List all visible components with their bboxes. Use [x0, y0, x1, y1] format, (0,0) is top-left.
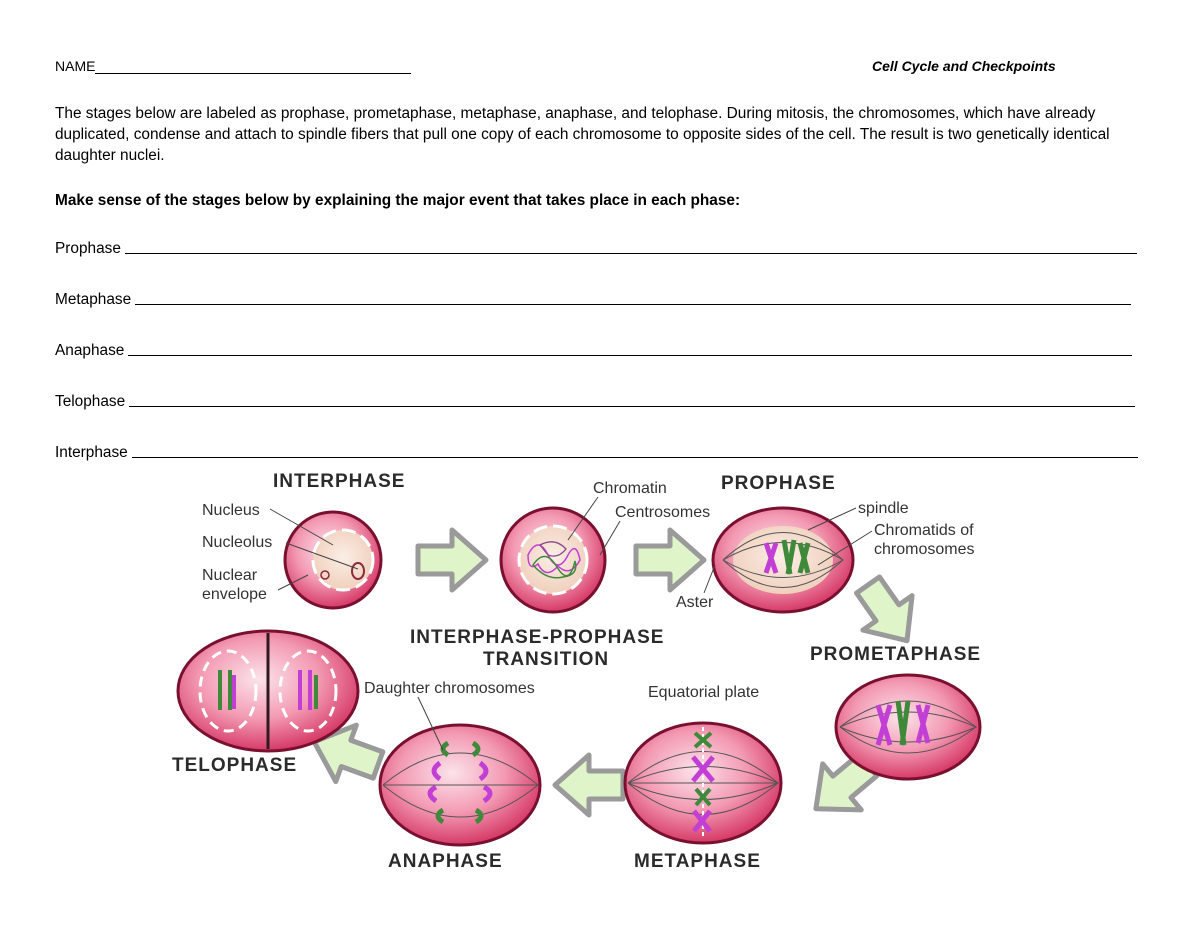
question-prophase[interactable]: Prophase	[55, 240, 1137, 258]
question-label: Anaphase	[55, 342, 125, 359]
answer-line[interactable]	[135, 303, 1132, 305]
telophase-cell	[176, 629, 360, 753]
cell-cycle-diagram: INTERPHASE INTERPHASE-PROPHASE TRANSITIO…	[168, 465, 1008, 880]
label-nuclear-envelope-2: envelope	[202, 586, 267, 603]
label-metaphase: METAPHASE	[634, 851, 761, 872]
question-label: Telophase	[55, 393, 126, 410]
instruction-text: Make sense of the stages below by explai…	[55, 192, 741, 209]
label-nuclear-envelope-1: Nuclear	[202, 567, 258, 584]
arrow-2	[636, 530, 704, 590]
label-aster: Aster	[676, 594, 714, 611]
document-title: Cell Cycle and Checkpoints	[872, 58, 1056, 74]
answer-line[interactable]	[128, 354, 1133, 356]
prophase-cell	[711, 506, 855, 614]
label-chromatids-1: Chromatids of	[874, 522, 974, 539]
label-interphase: INTERPHASE	[273, 471, 405, 492]
intro-paragraph: The stages below are labeled as prophase…	[55, 105, 1110, 164]
question-interphase[interactable]: Interphase	[55, 444, 1138, 462]
label-telophase: TELOPHASE	[172, 755, 297, 776]
label-centrosomes: Centrosomes	[615, 504, 710, 521]
question-telophase[interactable]: Telophase	[55, 393, 1136, 411]
label-anaphase: ANAPHASE	[388, 851, 503, 872]
transition-cell	[499, 506, 607, 614]
arrow-1	[418, 530, 486, 590]
question-anaphase[interactable]: Anaphase	[55, 342, 1133, 360]
answer-line[interactable]	[131, 456, 1138, 458]
question-label: Interphase	[55, 444, 128, 461]
label-prometaphase: PROMETAPHASE	[810, 644, 981, 665]
cell-cycle-figure: INTERPHASE INTERPHASE-PROPHASE TRANSITIO…	[172, 471, 982, 872]
answer-line[interactable]	[129, 405, 1136, 407]
label-prophase: PROPHASE	[721, 473, 836, 494]
label-equatorial-plate: Equatorial plate	[648, 684, 759, 701]
label-transition-line2: TRANSITION	[483, 649, 609, 670]
question-label: Prophase	[55, 240, 121, 257]
label-chromatin: Chromatin	[593, 480, 667, 497]
label-nucleus: Nucleus	[202, 502, 260, 519]
label-spindle: spindle	[858, 500, 909, 517]
name-label: NAME	[55, 58, 96, 74]
name-blank-line[interactable]	[95, 59, 412, 74]
anaphase-cell	[378, 723, 542, 847]
question-metaphase[interactable]: Metaphase	[55, 291, 1132, 309]
metaphase-cell	[623, 721, 783, 845]
prometaphase-cell	[834, 673, 982, 781]
label-chromatids-2: chromosomes	[874, 541, 974, 558]
label-transition-line1: INTERPHASE-PROPHASE	[410, 627, 664, 648]
name-field[interactable]: NAME	[55, 58, 412, 74]
question-label: Metaphase	[55, 291, 132, 308]
arrow-5	[555, 755, 623, 815]
label-daughter-chromosomes: Daughter chromosomes	[364, 680, 535, 697]
answer-line[interactable]	[124, 252, 1137, 254]
label-nucleolus: Nucleolus	[202, 534, 272, 551]
